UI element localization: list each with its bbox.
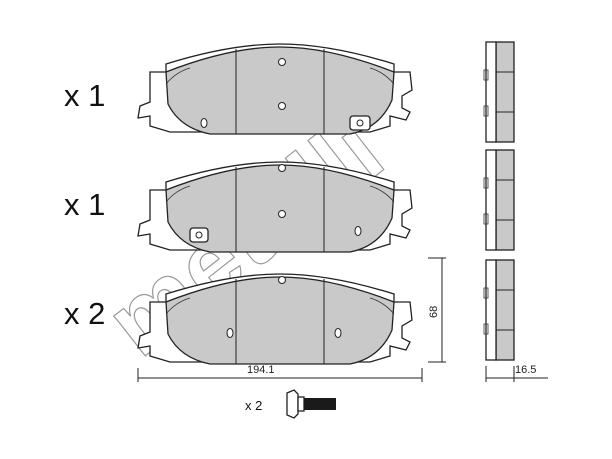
bolt-quantity: x 2 <box>245 398 262 413</box>
height-label: 68 <box>428 306 440 318</box>
width-label: 194.1 <box>247 364 275 376</box>
thickness-dimension <box>485 366 548 382</box>
width-dimension <box>137 368 423 382</box>
thickness-label: 16.5 <box>515 364 536 376</box>
pad-1-hole-top <box>278 58 286 66</box>
brake-pad-3 <box>137 273 413 365</box>
side-view-3 <box>483 259 515 361</box>
brake-pad-1 <box>137 43 413 135</box>
side-view-2 <box>483 149 515 251</box>
side-view-1 <box>483 41 515 143</box>
bolt-icon <box>286 389 336 419</box>
brake-pad-2 <box>137 161 413 253</box>
height-dimension <box>428 257 446 363</box>
pad-1-hole-center <box>278 102 286 110</box>
pad-1-quantity: x 1 <box>64 78 105 113</box>
pad-1-hole-left <box>200 118 208 128</box>
wear-sensor-clip-icon <box>189 227 209 243</box>
pad-2-quantity: x 1 <box>64 187 105 222</box>
wear-sensor-clip-icon <box>349 115 371 131</box>
pad-3-quantity: x 2 <box>64 296 105 331</box>
